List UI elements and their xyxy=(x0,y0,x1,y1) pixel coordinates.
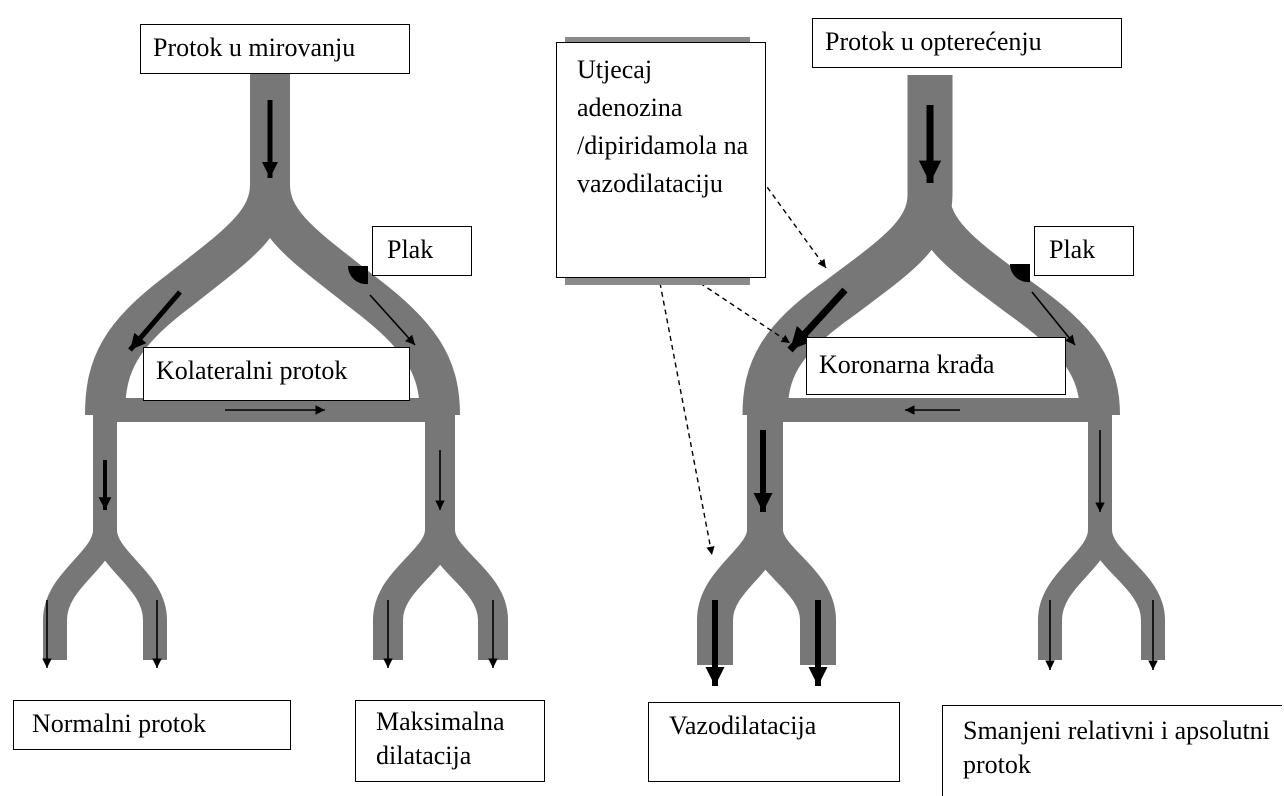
pointer-to-vasodilation xyxy=(660,283,712,555)
stress-plaque-label: Plak xyxy=(1034,226,1134,276)
stress-right-lower-branch xyxy=(1050,400,1153,660)
pointer-to-left-branch xyxy=(762,180,826,268)
rest-plaque-label: Plak xyxy=(372,226,472,276)
rest-collateral-label: Kolateralni protok xyxy=(143,347,410,401)
stress-left-lower-branch xyxy=(715,400,818,665)
drug-effect-label: Utjecaj adenozina /dipiridamola na vazod… xyxy=(556,42,766,278)
rest-max-dilation-label: Maksimalna dilatacija xyxy=(355,700,545,782)
rest-right-lower-branch xyxy=(388,400,493,660)
rest-normal-flow-label: Normalni protok xyxy=(13,700,291,750)
reduced-flow-label: Smanjeni relativni i apsolutni protok xyxy=(942,705,1282,796)
rest-title-label: Protok u mirovanju xyxy=(140,24,410,74)
vasodilation-label: Vazodilatacija xyxy=(648,702,900,782)
rest-left-lower-branch xyxy=(55,400,155,660)
stress-title-label: Protok u opterećenju xyxy=(812,18,1122,68)
pointer-to-steal xyxy=(700,283,790,343)
coronary-steal-label: Koronarna krađa xyxy=(806,337,1066,395)
